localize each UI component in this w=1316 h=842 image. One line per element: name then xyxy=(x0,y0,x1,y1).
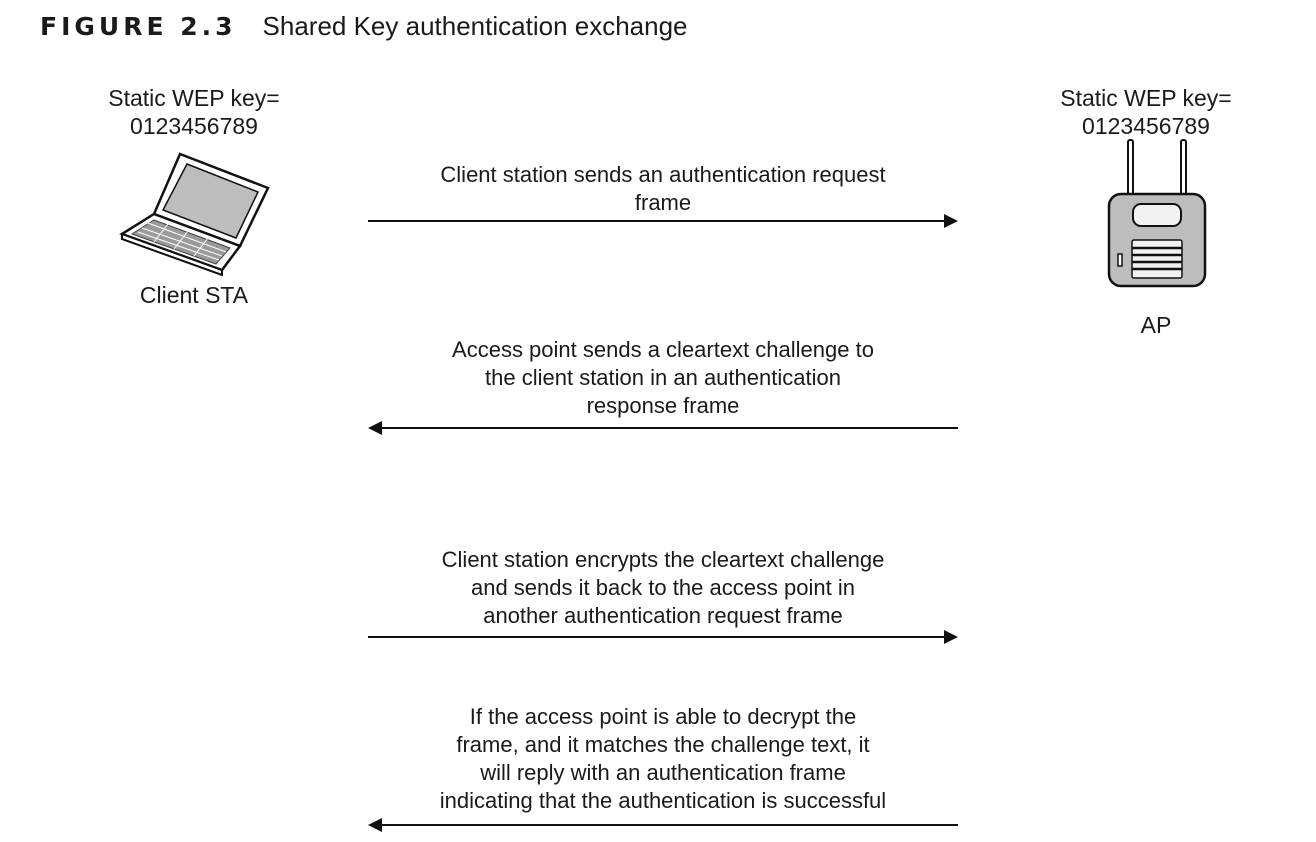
message-3-arrow-right xyxy=(368,630,958,644)
client-key-label: Static WEP key= 0123456789 xyxy=(108,85,280,139)
access-point-icon xyxy=(1107,139,1207,288)
message-3-text: Client station encrypts the cleartext ch… xyxy=(441,547,885,628)
message-2-arrow-left xyxy=(368,421,958,435)
figure-title: FIGURE 2.3 Shared Key authentication exc… xyxy=(40,8,688,44)
laptop-icon xyxy=(119,152,270,276)
ap-name: AP xyxy=(1140,312,1172,338)
figure-label: FIGURE 2.3 xyxy=(40,11,237,41)
message-4-text: If the access point is able to decrypt t… xyxy=(439,704,887,813)
figure-caption: Shared Key authentication exchange xyxy=(262,10,688,41)
client-name: Client STA xyxy=(139,282,249,308)
ap-key-label: Static WEP key= 0123456789 xyxy=(1060,85,1232,139)
message-4-arrow-left xyxy=(368,818,958,832)
message-1-text: Client station sends an authentication r… xyxy=(440,162,886,215)
message-2-text: Access point sends a cleartext challenge… xyxy=(452,337,874,418)
message-1-arrow-right xyxy=(368,214,958,228)
